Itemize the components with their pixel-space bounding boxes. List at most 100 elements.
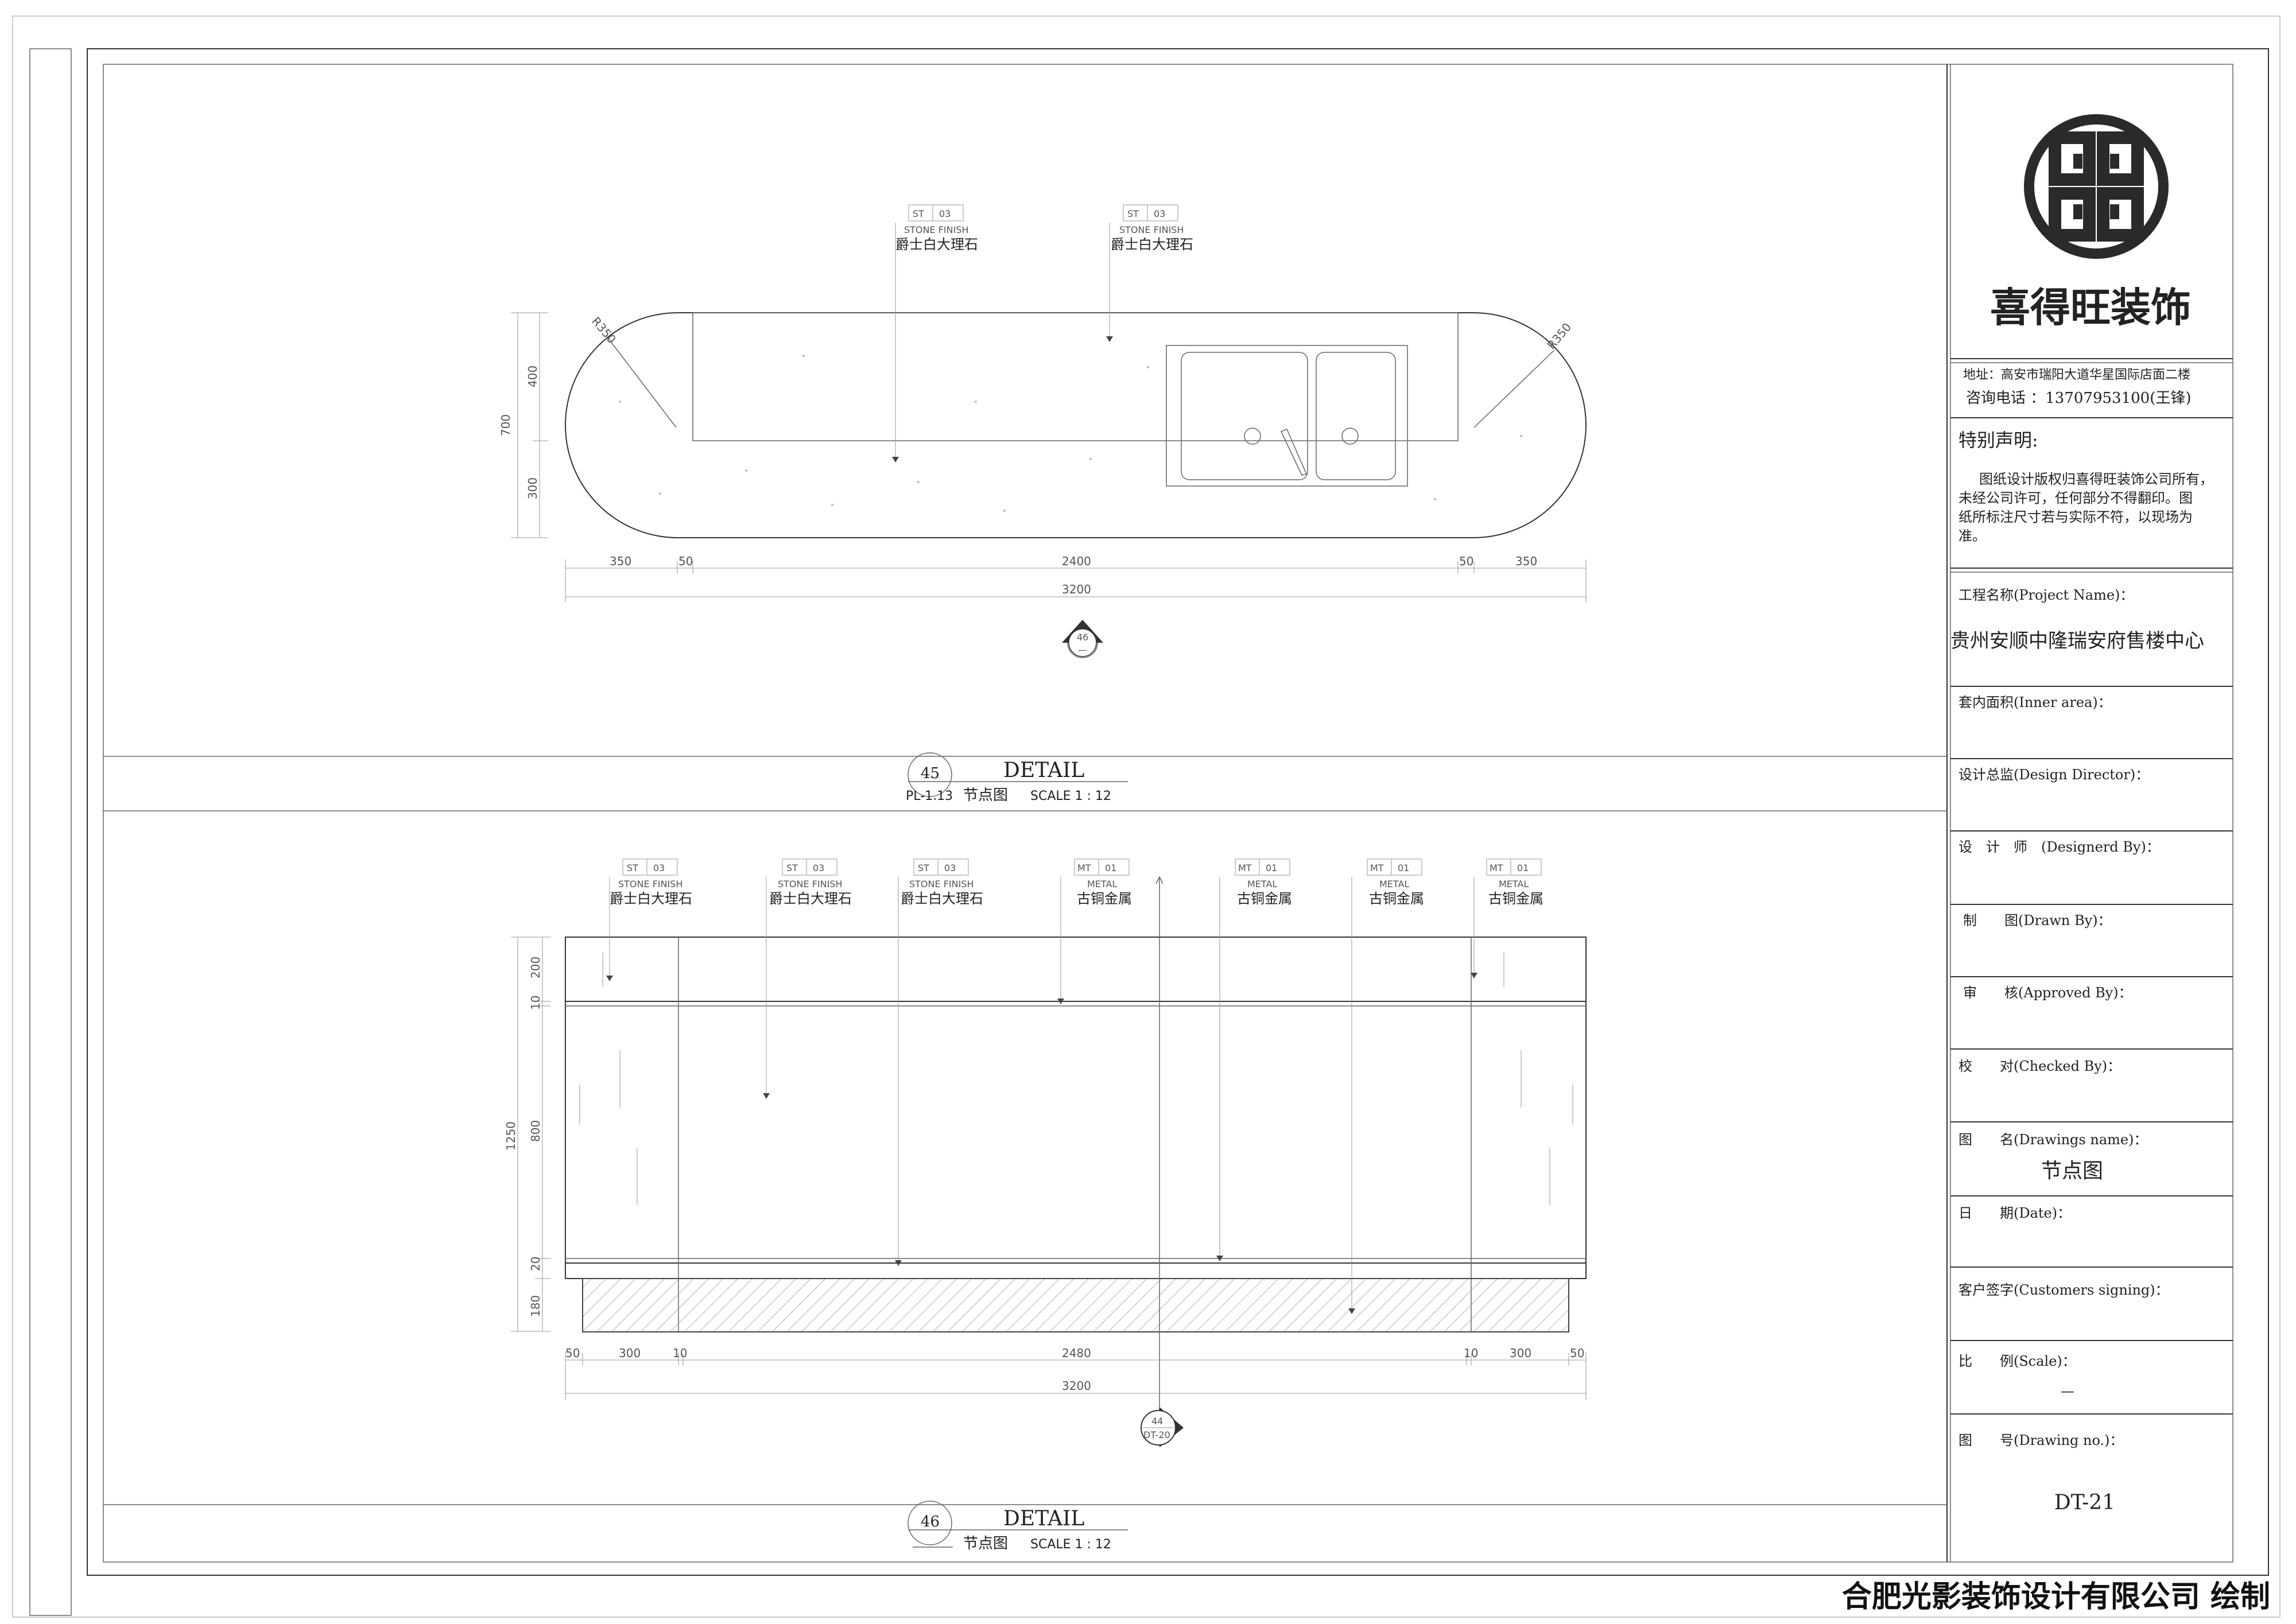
- detail-top-plan: R350 R350 ST 03 STONE FINISH 爵士白大理石: [103, 204, 1947, 811]
- svg-text:爵士白大理石: 爵士白大理石: [895, 236, 978, 252]
- svg-text:01: 01: [1517, 862, 1529, 873]
- svg-text:METAL: METAL: [1379, 879, 1409, 889]
- dim-bottom-50-right: 50: [1459, 554, 1473, 568]
- drawing-name-label: 图 名(Drawings name)：: [1958, 1132, 2147, 1148]
- dim-bottom-300-left: 300: [619, 1346, 641, 1360]
- drawing-border: [87, 48, 2269, 1576]
- dim-bottom-10-left: 10: [673, 1346, 687, 1360]
- svg-text:ST: ST: [1127, 208, 1139, 219]
- dim-bottom-300-right: 300: [1510, 1346, 1531, 1360]
- svg-text:—: —: [1078, 644, 1087, 655]
- countertop-recess: [692, 312, 1459, 441]
- svg-text:03: 03: [1154, 208, 1165, 219]
- dim-left-20: 20: [529, 1257, 542, 1271]
- countertop-outline: [565, 312, 1587, 538]
- counter-body: [565, 937, 1587, 1279]
- dim-left-300: 300: [526, 477, 540, 499]
- dim-bottom-total: 3200: [1062, 582, 1091, 596]
- scale-label: 比 例(Scale)：: [1958, 1353, 2076, 1369]
- footer-credit: 合肥光影装饰设计有限公司 绘制: [1842, 1579, 2270, 1614]
- svg-text:古铜金属: 古铜金属: [1237, 891, 1292, 907]
- svg-text:SCALE 1 : 12: SCALE 1 : 12: [1030, 1537, 1111, 1552]
- detail-title-45: 45 PL-1.13 DETAIL 节点图 SCALE 1 : 12: [906, 752, 1128, 804]
- customer-signing-label: 客户签字(Customers signing)：: [1958, 1282, 2169, 1298]
- svg-text:03: 03: [813, 862, 824, 873]
- svg-text:爵士白大理石: 爵士白大理石: [901, 891, 983, 907]
- svg-text:ST: ST: [918, 862, 929, 873]
- material-tag: ST 03 STONE FINISH 爵士白大理石: [892, 204, 978, 463]
- section-marker: 46 —: [1062, 620, 1103, 658]
- dim-left-200: 200: [529, 957, 542, 978]
- detail-title-46: 46 DETAIL 节点图 SCALE 1 : 12: [907, 1501, 1128, 1552]
- dim-left-total: 700: [499, 414, 513, 436]
- svg-text:MT: MT: [1490, 862, 1503, 873]
- svg-text:01: 01: [1266, 862, 1277, 873]
- svg-text:古铜金属: 古铜金属: [1369, 891, 1424, 907]
- svg-text:46: 46: [921, 1513, 940, 1530]
- material-tag: MT 01 METAL 古铜金属: [1348, 858, 1424, 1314]
- svg-text:MT: MT: [1238, 862, 1252, 873]
- svg-text:03: 03: [939, 208, 951, 219]
- material-tag: MT 01 METAL 古铜金属: [1216, 858, 1292, 1261]
- design-director-label: 设计总监(Design Director)：: [1958, 767, 2149, 783]
- section-marker: 44 DT-20: [1141, 1407, 1184, 1447]
- material-tag: ST 03 STONE FINISH 爵士白大理石: [1106, 204, 1193, 342]
- binding-strip: [29, 48, 72, 1616]
- double-sink: [1166, 345, 1408, 487]
- svg-text:爵士白大理石: 爵士白大理石: [1111, 236, 1193, 252]
- svg-text:01: 01: [1105, 862, 1116, 873]
- svg-text:ST: ST: [627, 862, 638, 873]
- inner-area-label: 套内面积(Inner area)：: [1958, 694, 2112, 710]
- dim-bottom-50-left: 50: [565, 1346, 580, 1360]
- detail-bottom-elevation: ST 03 STONE FINISH 爵士白大理石 ST 03 STONE FI…: [103, 858, 1947, 1552]
- material-tag: MT 01 METAL 古铜金属: [1057, 858, 1132, 1004]
- svg-text:46: 46: [1077, 632, 1088, 643]
- dim-bottom-2480: 2480: [1062, 1346, 1091, 1360]
- checked-by-label: 校 对(Checked By)：: [1958, 1058, 2121, 1074]
- svg-text:古铜金属: 古铜金属: [1488, 891, 1543, 907]
- notice-line-3: 纸所标注尺寸若与实际不符，以现场为: [1958, 509, 2193, 525]
- svg-text:STONE FINISH: STONE FINISH: [904, 224, 968, 235]
- notice-line-4: 准。: [1958, 528, 1986, 544]
- designer-label: 设 计 师 (Designerd By)：: [1958, 839, 2160, 855]
- inner-border: [103, 64, 2233, 1563]
- title-block: 喜得旺装饰 地址：高安市瑞阳大道华星国际店面二楼 咨询电话 ：137079531…: [1950, 64, 2233, 1562]
- dim-left-180: 180: [529, 1295, 542, 1317]
- approved-by-label: 审 核(Approved By)：: [1963, 985, 2132, 1001]
- svg-text:MT: MT: [1370, 862, 1384, 873]
- svg-text:PL-1.13: PL-1.13: [906, 789, 953, 803]
- brand-name: 喜得旺装饰: [1990, 284, 2191, 331]
- svg-text:MT: MT: [1077, 862, 1091, 873]
- dim-bottom-2400: 2400: [1062, 554, 1091, 568]
- company-logo: [2024, 114, 2169, 259]
- outer-frame: [12, 15, 2281, 1618]
- dim-bottom-350-left: 350: [610, 554, 631, 568]
- notice-title: 特别声明:: [1958, 429, 2038, 451]
- svg-text:节点图: 节点图: [963, 787, 1008, 804]
- svg-text:METAL: METAL: [1247, 879, 1277, 889]
- svg-text:爵士白大理石: 爵士白大理石: [769, 891, 852, 907]
- material-tag: ST 03 STONE FINISH 爵士白大理石: [895, 858, 983, 1266]
- dim-bottom-10-right: 10: [1464, 1346, 1478, 1360]
- svg-text:STONE FINISH: STONE FINISH: [1119, 224, 1184, 235]
- svg-text:44: 44: [1151, 1416, 1163, 1427]
- detail-title: DETAIL: [1003, 1507, 1084, 1530]
- detail-title: DETAIL: [1003, 759, 1084, 782]
- drawing-no-value: DT-21: [2054, 1491, 2115, 1514]
- dim-bottom-50-left: 50: [678, 554, 693, 568]
- dim-left-10: 10: [529, 996, 542, 1010]
- scale-value: —: [2061, 1383, 2074, 1399]
- dim-left-total: 1250: [504, 1121, 518, 1151]
- notice-line-2: 未经公司许可，任何部分不得翻印。图: [1958, 490, 2193, 506]
- svg-text:45: 45: [921, 765, 940, 782]
- base-plinth: [582, 1278, 1569, 1332]
- notice-line-1: 图纸设计版权归喜得旺装饰公司所有，: [1979, 471, 2213, 487]
- svg-text:ST: ST: [913, 208, 924, 219]
- material-tag: MT 01 METAL 古铜金属: [1471, 858, 1543, 978]
- dim-left-800: 800: [529, 1120, 542, 1142]
- project-name-label: 工程名称(Project Name)：: [1958, 587, 2134, 603]
- dim-bottom-50-right: 50: [1570, 1346, 1584, 1360]
- project-name-value: 贵州安顺中隆瑞安府售楼中心: [1950, 630, 2204, 652]
- date-label: 日 期(Date)：: [1958, 1205, 2071, 1221]
